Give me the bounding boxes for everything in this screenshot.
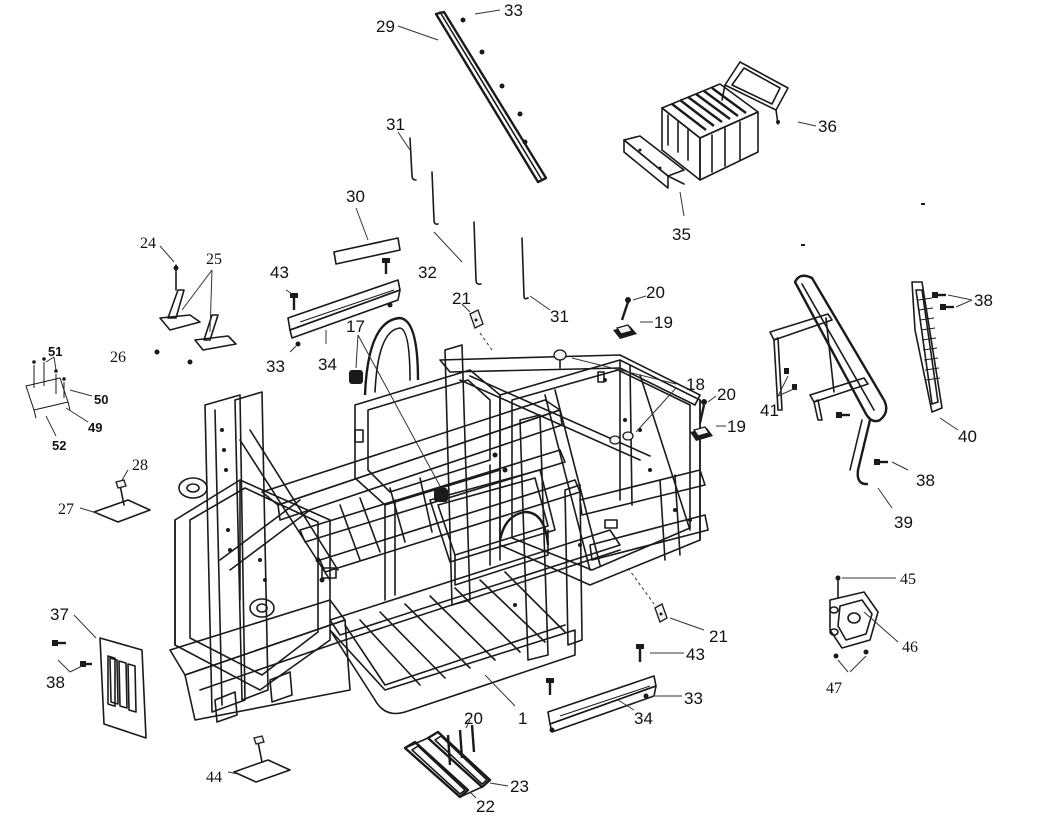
callout-19-mid: 19 — [727, 417, 746, 436]
part-30-strip — [333, 207, 401, 265]
callout-32: 32 — [418, 263, 437, 282]
part-33-34-43-right-rail — [546, 644, 684, 733]
part-37-38-left-grille — [52, 614, 147, 739]
part-29-bar — [397, 9, 548, 184]
callout-1: 1 — [518, 709, 527, 728]
callout-52: 52 — [52, 438, 66, 453]
callout-34-right: 34 — [634, 709, 653, 728]
callout-17: 17 — [346, 317, 365, 336]
callout-36: 36 — [818, 117, 837, 136]
callout-33-left: 33 — [266, 357, 285, 376]
callout-35: 35 — [672, 225, 691, 244]
part-21-clips — [461, 303, 705, 631]
callout-28: 28 — [132, 457, 148, 474]
callout-18: 18 — [686, 375, 705, 394]
part-38-40-right-grille — [911, 281, 973, 431]
callout-38-left: 38 — [46, 673, 65, 692]
callout-38-right-top: 38 — [974, 291, 993, 310]
callout-47: 47 — [826, 680, 842, 697]
callout-50: 50 — [94, 392, 108, 407]
part-31-32-rods — [397, 131, 551, 311]
callout-31-bottom: 31 — [550, 307, 569, 326]
callout-30: 30 — [346, 187, 365, 206]
callout-20-bottom: 20 — [464, 709, 483, 728]
part-27-28-plate — [79, 469, 151, 523]
callout-34-left: 34 — [318, 355, 337, 374]
part-44-plate — [227, 735, 291, 783]
part-35-36-controller — [623, 61, 817, 217]
part-18-clips — [553, 349, 677, 445]
part-24-25-26-brackets — [154, 245, 237, 365]
callout-20-top: 20 — [646, 283, 665, 302]
callout-38-right-bottom: 38 — [916, 471, 935, 490]
callout-29: 29 — [376, 17, 395, 36]
callout-51: 51 — [48, 344, 62, 359]
callout-19-top: 19 — [654, 313, 673, 332]
callout-41: 41 — [760, 401, 779, 420]
grille-slots — [917, 297, 941, 381]
callout-21-top: 21 — [452, 289, 471, 308]
part-17-bumpers — [349, 334, 448, 502]
main-frame — [169, 316, 709, 723]
stray-mark — [921, 203, 925, 205]
callout-44: 44 — [206, 769, 222, 786]
callout-24: 24 — [140, 235, 156, 252]
part-33-34-43-left-rail — [285, 258, 401, 353]
part-22-23-brackets — [403, 719, 509, 799]
callout-22: 22 — [476, 797, 495, 816]
callout-33-top: 33 — [504, 1, 523, 20]
part-39-41-front-bumper — [769, 274, 909, 509]
callout-49: 49 — [88, 420, 102, 435]
callout-43-right: 43 — [686, 645, 705, 664]
callout-46: 46 — [902, 639, 918, 656]
callout-40: 40 — [958, 427, 977, 446]
callout-45: 45 — [900, 571, 916, 588]
part-45-46-47-bracket — [829, 575, 899, 673]
callout-27: 27 — [58, 501, 74, 518]
controller-heatsink — [667, 87, 747, 173]
callout-33-right: 33 — [684, 689, 703, 708]
callout-labels: 1 17 18 19 19 20 20 20 21 21 22 23 24 25… — [46, 1, 993, 816]
callout-25: 25 — [206, 251, 222, 268]
part-19-20-mounts — [613, 295, 726, 441]
callout-23: 23 — [510, 777, 529, 796]
callout-20-mid: 20 — [717, 385, 736, 404]
frame-holes — [220, 378, 692, 607]
callout-39: 39 — [894, 513, 913, 532]
callout-37: 37 — [50, 605, 69, 624]
part-49-52-bracket — [25, 356, 93, 437]
callout-43-left: 43 — [270, 263, 289, 282]
callout-31-top: 31 — [386, 115, 405, 134]
part-1-leader — [484, 674, 516, 707]
stray-mark — [801, 244, 805, 246]
callout-26: 26 — [110, 349, 126, 366]
callout-21-bottom: 21 — [709, 627, 728, 646]
